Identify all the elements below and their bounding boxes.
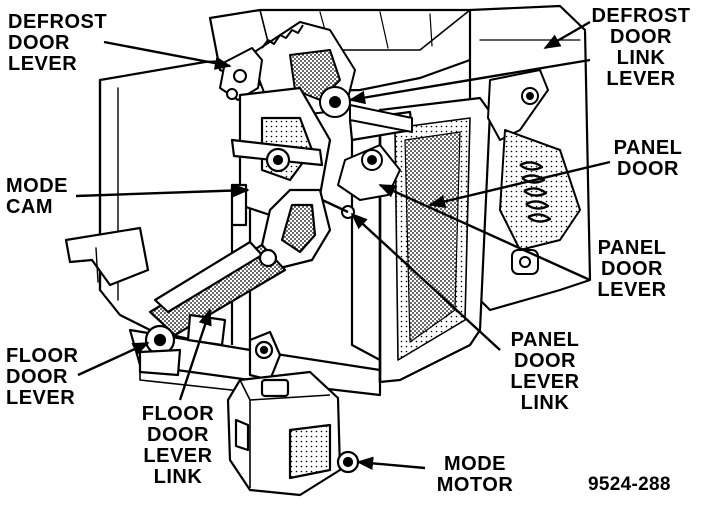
leader-floor-door-lever-link [178,308,212,401]
callout-panel-door: PANEL DOOR [613,137,683,180]
leader-defrost-door-link-lever-2 [348,58,591,105]
leader-mode-cam [75,183,250,198]
mounting-flange [64,226,150,287]
callout-defrost-door-lever: DEFROST DOOR LEVER [8,11,108,75]
figure-number: 9524-288 [588,474,671,495]
leader-panel-door [428,160,611,209]
callout-mode-cam: MODE CAM [6,175,68,218]
callout-floor-door-lever-link: FLOOR DOOR LEVER LINK [141,403,215,488]
leader-floor-door-lever [77,341,150,377]
leader-defrost-door-link-lever [543,20,591,50]
leader-mode-motor [356,456,426,471]
leader-defrost-door-lever [103,40,232,70]
callout-defrost-door-link-lever: DEFROST DOOR LINK LEVER [591,5,691,90]
callout-floor-door-lever: FLOOR DOOR LEVER [6,345,79,409]
callout-panel-door-lever: PANEL DOOR LEVER [597,237,667,301]
callout-mode-motor: MODE MOTOR [436,453,514,496]
leader-panel-door-lever [378,183,591,282]
leader-panel-door-lever-link [350,212,501,351]
callout-panel-door-lever-link: PANEL DOOR LEVER LINK [510,329,580,414]
defrost-door-link-lever-body [487,69,549,141]
